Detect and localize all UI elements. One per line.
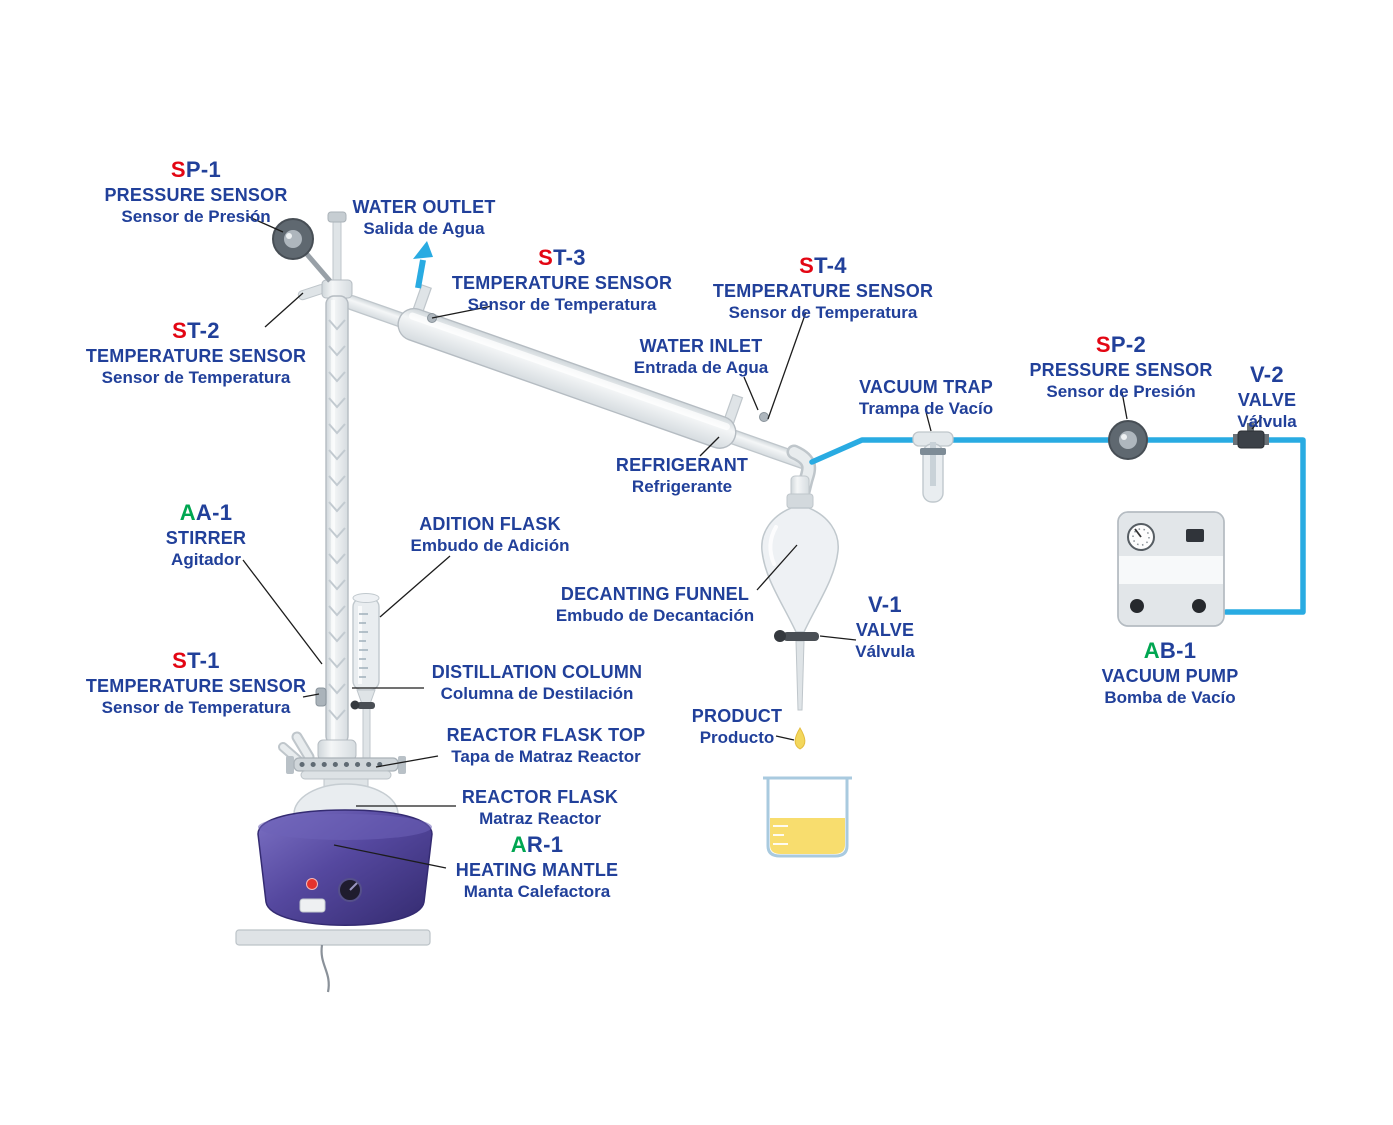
valve-v1-body — [774, 630, 819, 642]
label-v1: V-1 VALVE Válvula — [855, 592, 915, 661]
label-v2: V-2 VALVE Válvula — [1237, 362, 1297, 431]
heating-mantle-unit — [235, 809, 433, 993]
label-sp2-code: SP-2 — [1095, 332, 1147, 357]
leader-lines — [242, 215, 1263, 869]
label-sp1-code: SP-1 — [170, 157, 222, 182]
leader-v2 — [1251, 416, 1263, 430]
mantle-switch — [299, 898, 326, 913]
st1-sensor-plug — [315, 687, 327, 707]
leader-ar1 — [333, 844, 447, 869]
mantle-power-led — [306, 878, 318, 890]
distillation-column — [297, 211, 357, 761]
leader-adition-flask — [379, 555, 451, 618]
label-st3-code: ST-3 — [538, 245, 586, 270]
label-v2-code: V-2 — [1250, 362, 1284, 387]
label-aa1-code: AA-1 — [179, 500, 233, 525]
leader-vacuum-trap — [925, 411, 932, 432]
pressure-sensor-sp2 — [1108, 420, 1148, 460]
label-reactor-flask-top: REACTOR FLASK TOP Tapa de Matraz Reactor — [446, 725, 646, 766]
valve-v2-body — [1233, 423, 1269, 449]
label-v1-code: V-1 — [868, 592, 902, 617]
leader-product — [775, 735, 795, 741]
label-refrigerant: REFRIGERANT Refrigerante — [615, 455, 749, 496]
vigreux-pattern — [328, 319, 346, 721]
label-ar1-code: AR-1 — [510, 832, 564, 857]
label-ab1: AB-1 VACUUM PUMP Bomba de Vacío — [1101, 638, 1239, 707]
leader-water-inlet — [743, 376, 759, 411]
label-st3: ST-3 TEMPERATURE SENSOR Sensor de Temper… — [451, 245, 673, 314]
leader-sp1 — [246, 215, 284, 233]
leader-st2 — [264, 292, 304, 328]
leader-v1 — [819, 635, 857, 641]
addition-flask-glass — [350, 593, 380, 761]
label-water-inlet: WATER INLET Entrada de Agua — [633, 336, 769, 377]
condenser — [344, 284, 811, 470]
vacuum-pump-unit — [1117, 511, 1225, 627]
label-sp1: SP-1 PRESSURE SENSOR Sensor de Presión — [104, 157, 288, 226]
label-st2: ST-2 TEMPERATURE SENSOR Sensor de Temper… — [85, 318, 307, 387]
label-product: PRODUCT Producto — [691, 706, 783, 747]
leader-st1 — [302, 693, 320, 698]
beaker — [763, 776, 852, 858]
product-drop — [794, 727, 806, 750]
pressure-sensor-sp1 — [272, 218, 332, 283]
leader-st4 — [767, 311, 807, 420]
label-ar1: AR-1 HEATING MANTLE Manta Calefactora — [455, 832, 619, 901]
vacuum-line — [809, 437, 1306, 615]
mantle-cable — [320, 944, 330, 993]
leader-st3 — [431, 305, 493, 319]
label-ab1-code: AB-1 — [1143, 638, 1197, 663]
label-adition-flask: ADITION FLASK Embudo de Adición — [410, 514, 570, 555]
mantle-base — [235, 929, 431, 946]
label-sp2: SP-2 PRESSURE SENSOR Sensor de Presión — [1029, 332, 1213, 401]
label-vacuum-trap: VACUUM TRAP Trampa de Vacío — [858, 377, 994, 418]
stirrer-shaft — [332, 219, 342, 287]
label-water-outlet: WATER OUTLET Salida de Agua — [352, 197, 496, 238]
leader-aa1 — [242, 559, 323, 665]
label-distillation-column: DISTILLATION COLUMN Columna de Destilaci… — [431, 662, 643, 703]
label-reactor-flask: REACTOR FLASK Matraz Reactor — [461, 787, 619, 828]
stirrer-coupling — [327, 211, 347, 223]
label-st4: ST-4 TEMPERATURE SENSOR Sensor de Temper… — [712, 253, 934, 322]
label-st1-code: ST-1 — [172, 648, 220, 673]
label-aa1: AA-1 STIRRER Agitador — [165, 500, 247, 569]
decanting-funnel-glass — [761, 475, 839, 711]
vacuum-trap-glass — [912, 431, 954, 503]
leader-refrigerant — [699, 436, 720, 457]
water-outlet-arrow — [413, 241, 433, 289]
leader-reactor-flask-top — [375, 755, 439, 768]
leader-sp2 — [1121, 391, 1128, 420]
label-st2-code: ST-2 — [172, 318, 220, 343]
label-decanting-funnel: DECANTING FUNNEL Embudo de Decantación — [555, 584, 755, 625]
label-st1: ST-1 TEMPERATURE SENSOR Sensor de Temper… — [85, 648, 307, 717]
label-st4-code: ST-4 — [799, 253, 847, 278]
leader-decanting-funnel — [756, 544, 798, 591]
reactor-flask-lid — [278, 731, 406, 780]
